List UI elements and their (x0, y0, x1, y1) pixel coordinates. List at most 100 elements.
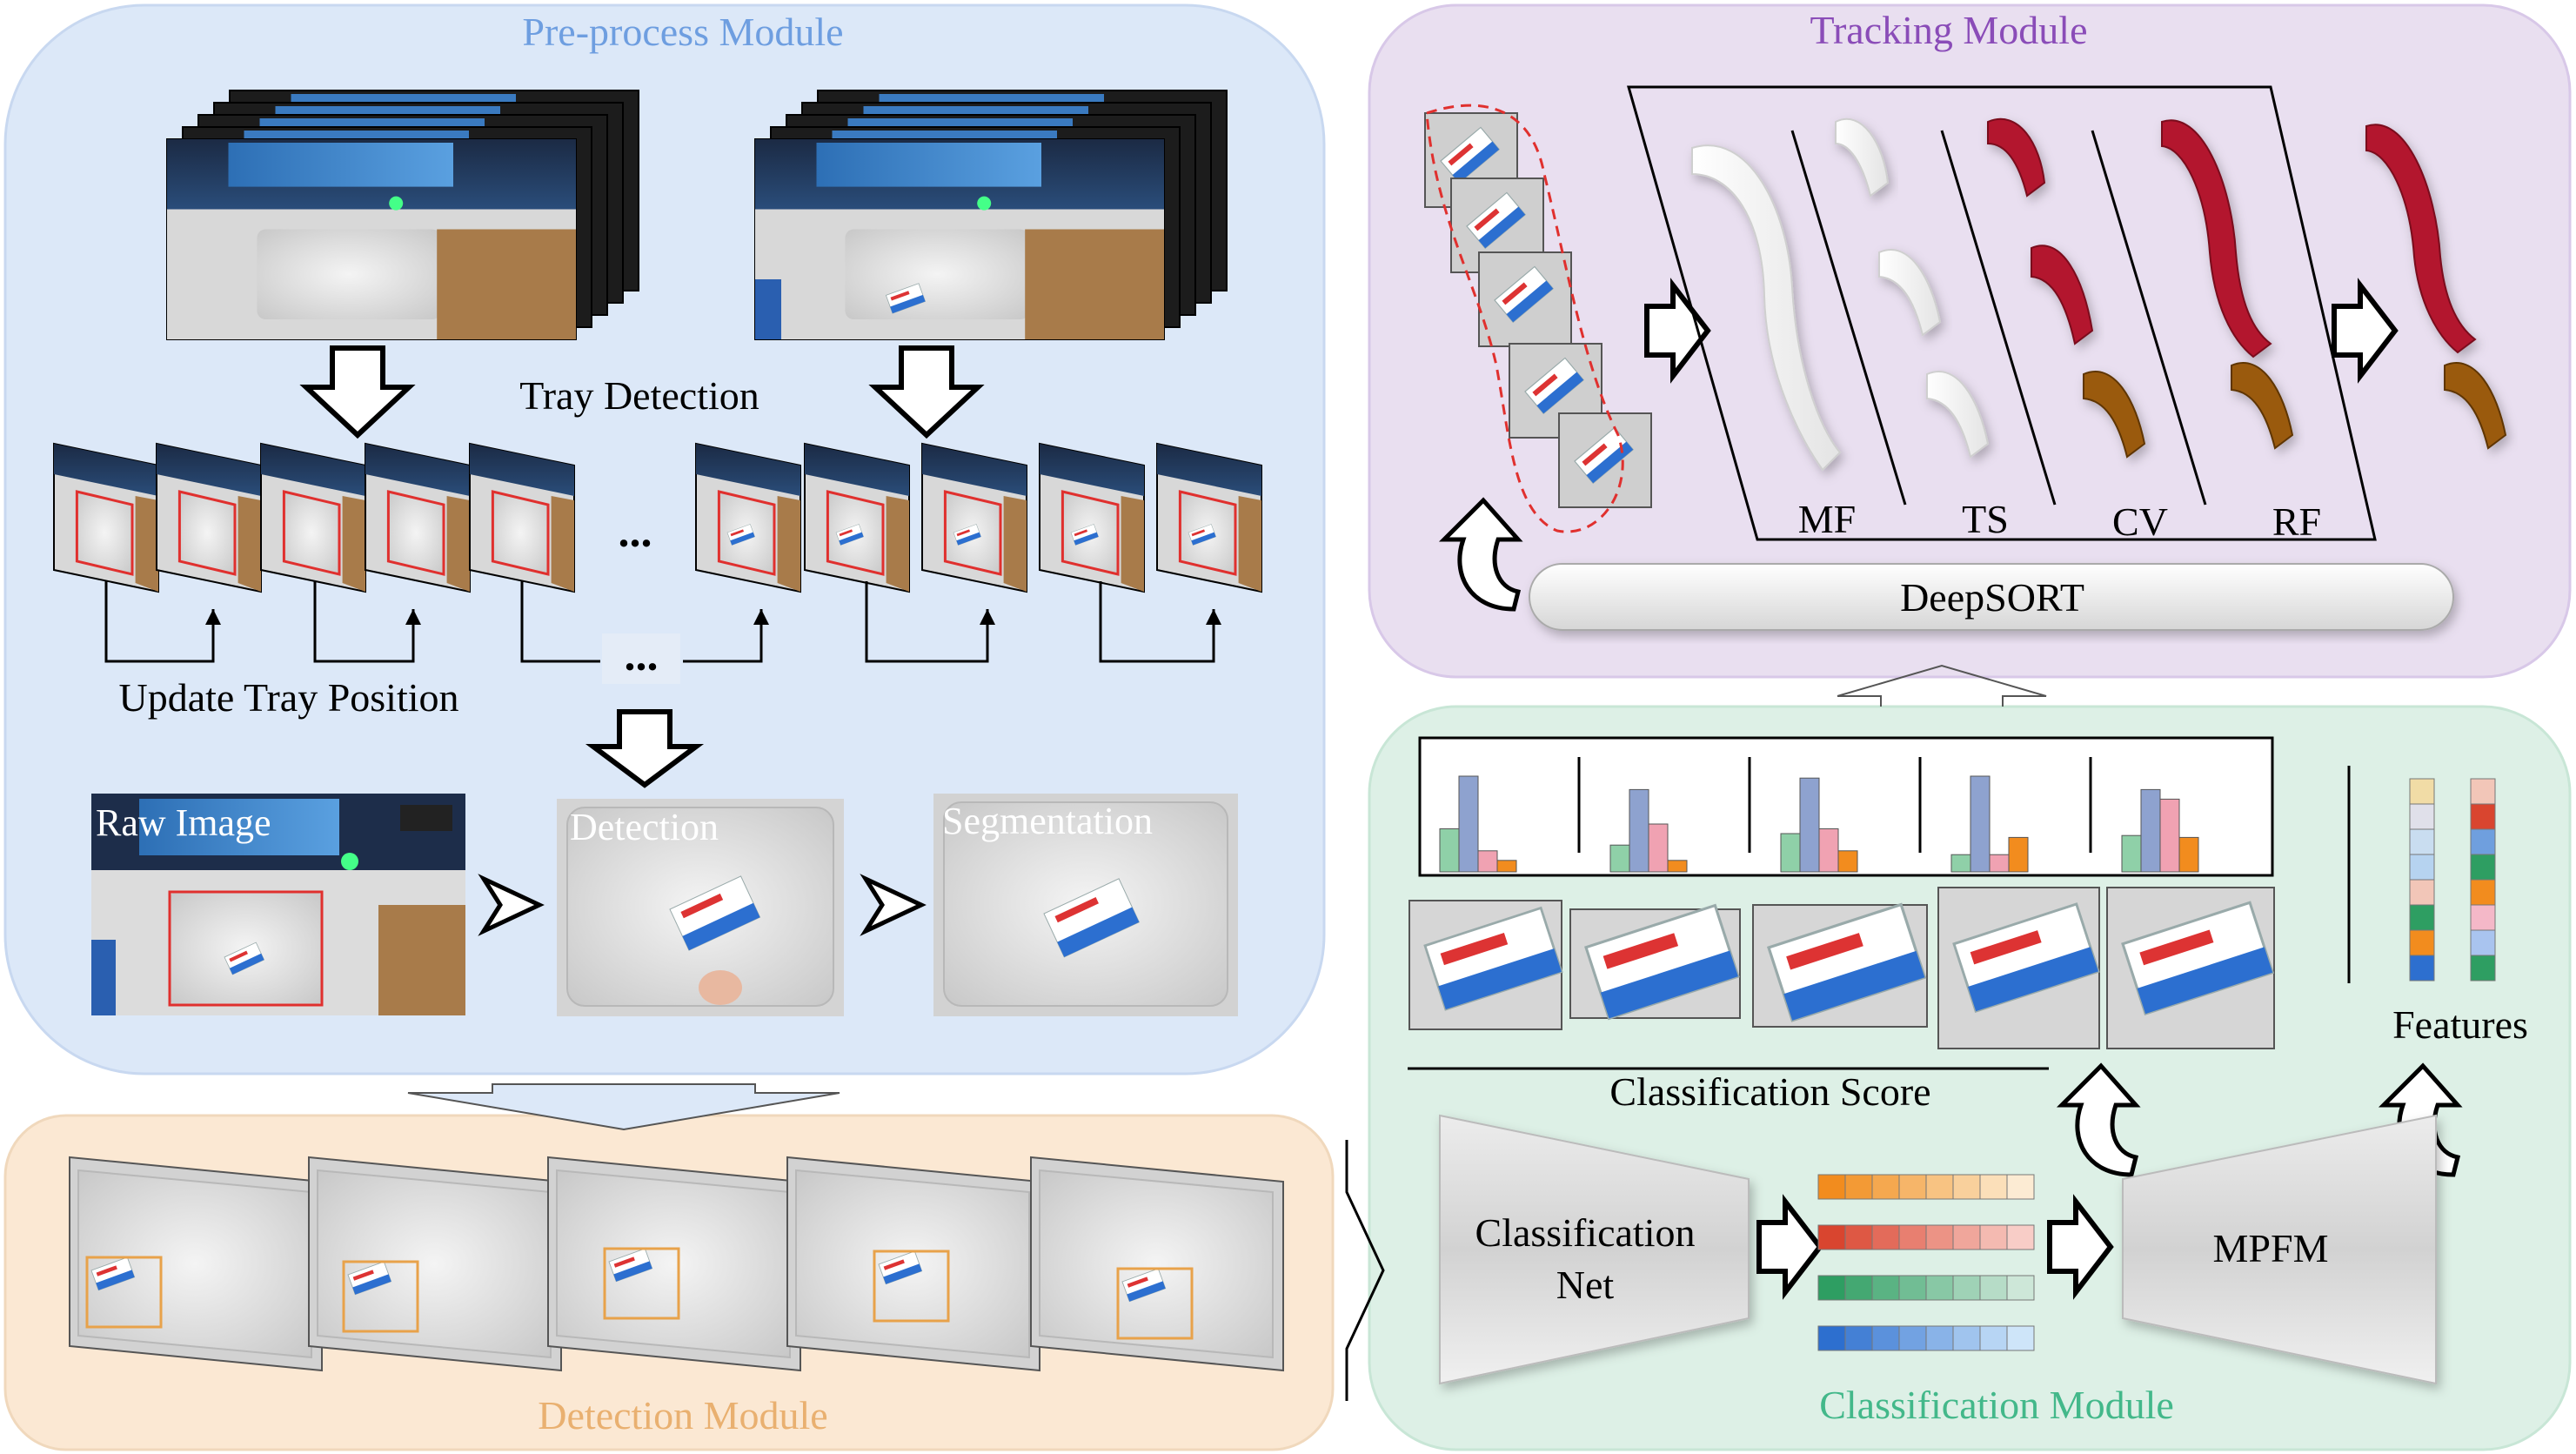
detection-panel: Detection (557, 799, 844, 1016)
score-bar (1818, 828, 1839, 873)
feature-column-cell (2470, 778, 2496, 805)
score-bar (2140, 788, 2161, 873)
frame-sequence-left (53, 442, 575, 593)
tray-frame (1156, 442, 1262, 593)
feature-column (2409, 778, 2435, 982)
feature-vector-cell (1844, 1224, 1873, 1250)
feature-vector-cell (1898, 1325, 1927, 1351)
down-arrow-center (585, 709, 705, 788)
feature-vector-cell (1952, 1325, 1981, 1351)
feature-vector-cell (1898, 1174, 1927, 1200)
score-chart-panel (1418, 736, 2274, 877)
detection-bbox (85, 1256, 163, 1329)
raw-image-panel: Raw Image (91, 794, 465, 1015)
detection-bbox (873, 1250, 950, 1323)
feature-vector-cell (1817, 1224, 1846, 1250)
tray-frame (921, 442, 1027, 593)
preprocess-module-title: Pre-process Module (522, 10, 843, 54)
feature-column (2470, 778, 2496, 982)
lane-label-mf: MF (1798, 497, 1856, 541)
feature-column-cell (2409, 904, 2435, 931)
feature-column-cell (2409, 929, 2435, 956)
classification-net: Classification Net (1439, 1114, 1750, 1385)
score-bar (1609, 844, 1630, 873)
feature-vector-cell (1925, 1174, 1954, 1200)
chevron-right-icon (478, 874, 545, 936)
tray-frame (1039, 442, 1145, 593)
classification-net-label-line1: Classification (1475, 1210, 1696, 1255)
feature-vector-cell (1952, 1224, 1981, 1250)
score-bar (2008, 836, 2029, 873)
score-bar-group (1918, 757, 2029, 873)
feature-column-cell (2470, 955, 2496, 982)
tracklet-images (1424, 112, 1652, 508)
deepsort-label: DeepSORT (1900, 575, 2084, 620)
curved-up-arrow-icon (2056, 1062, 2141, 1177)
classification-score-label: Classification Score (1609, 1069, 1930, 1114)
hollow-down-arrow-icon (868, 345, 985, 439)
hollow-right-arrow-icon (1644, 278, 1711, 384)
feature-column-cell (2409, 828, 2435, 855)
tray-detection-label: Tray Detection (519, 373, 759, 418)
detection-frames (69, 1156, 1284, 1372)
detection-frame (308, 1156, 562, 1372)
detection-frame (786, 1156, 1040, 1372)
tray-frame (156, 442, 262, 593)
feature-vector-row (1817, 1174, 2035, 1200)
score-bar (1799, 777, 1820, 873)
feature-vector-cell (1979, 1174, 2008, 1200)
detection-frame (1030, 1156, 1284, 1372)
mpfm-label: MPFM (2213, 1226, 2329, 1270)
score-bar-group (1577, 757, 1688, 873)
feature-column-cell (2409, 955, 2435, 982)
feature-vector-cell (1952, 1174, 1981, 1200)
update-tray-position-label: Update Tray Position (118, 675, 458, 720)
detection-module-title: Detection Module (538, 1393, 827, 1437)
feature-column-cell (2470, 828, 2496, 855)
video-frame-stack-left (166, 90, 639, 340)
lane-label-cv: CV (2112, 499, 2168, 544)
video-frame (754, 138, 1165, 340)
chevron-right-icon (860, 874, 927, 936)
tray-frame (804, 442, 910, 593)
segmentation-label: Segmentation (942, 800, 1153, 842)
feature-column-cell (2409, 803, 2435, 830)
curved-up-arrow-icon (1438, 497, 1523, 612)
tracking-output-ribbons (2365, 124, 2507, 450)
score-bar (2159, 798, 2180, 873)
hollow-down-arrow-icon (299, 345, 416, 439)
connector-ellipsis: ... (625, 631, 659, 680)
detection-bbox (1116, 1267, 1194, 1340)
score-bar (1496, 860, 1517, 873)
feature-vector-cell (1979, 1275, 2008, 1301)
tracklet-outline (1425, 104, 1624, 533)
tray-frame (365, 442, 471, 593)
detection-to-classification-arrow (1345, 1140, 1385, 1401)
score-bar (2121, 834, 2142, 873)
tracking-module-title: Tracking Module (1810, 8, 2087, 52)
tray-frame (260, 442, 366, 593)
feature-vector-cell (1979, 1325, 2008, 1351)
feature-vector-cell (1817, 1174, 1846, 1200)
feature-vector-cell (2006, 1275, 2035, 1301)
score-bar-group (2089, 757, 2199, 873)
feature-column-cell (2409, 778, 2435, 805)
feature-vector-row (1817, 1325, 2035, 1351)
classification-crop (1569, 903, 1741, 1021)
feature-vector-cell (1952, 1275, 1981, 1301)
raw-image-label: Raw Image (96, 801, 271, 844)
score-bar (2178, 836, 2199, 873)
feature-vector-row (1817, 1275, 2035, 1301)
ellipsis-box (602, 633, 680, 684)
score-bar-group (1748, 757, 1858, 873)
classification-crop (1408, 900, 1563, 1030)
detection-frame (547, 1156, 801, 1372)
feature-vector-cell (1844, 1174, 1873, 1200)
feature-vector-cell (1817, 1275, 1846, 1301)
score-bar (1439, 828, 1460, 873)
classification-module-title: Classification Module (1819, 1383, 2174, 1427)
score-bar (1837, 850, 1858, 873)
update-connectors (104, 581, 1215, 663)
feature-vector-cell (2006, 1325, 2035, 1351)
feature-vector-cell (1925, 1275, 1954, 1301)
